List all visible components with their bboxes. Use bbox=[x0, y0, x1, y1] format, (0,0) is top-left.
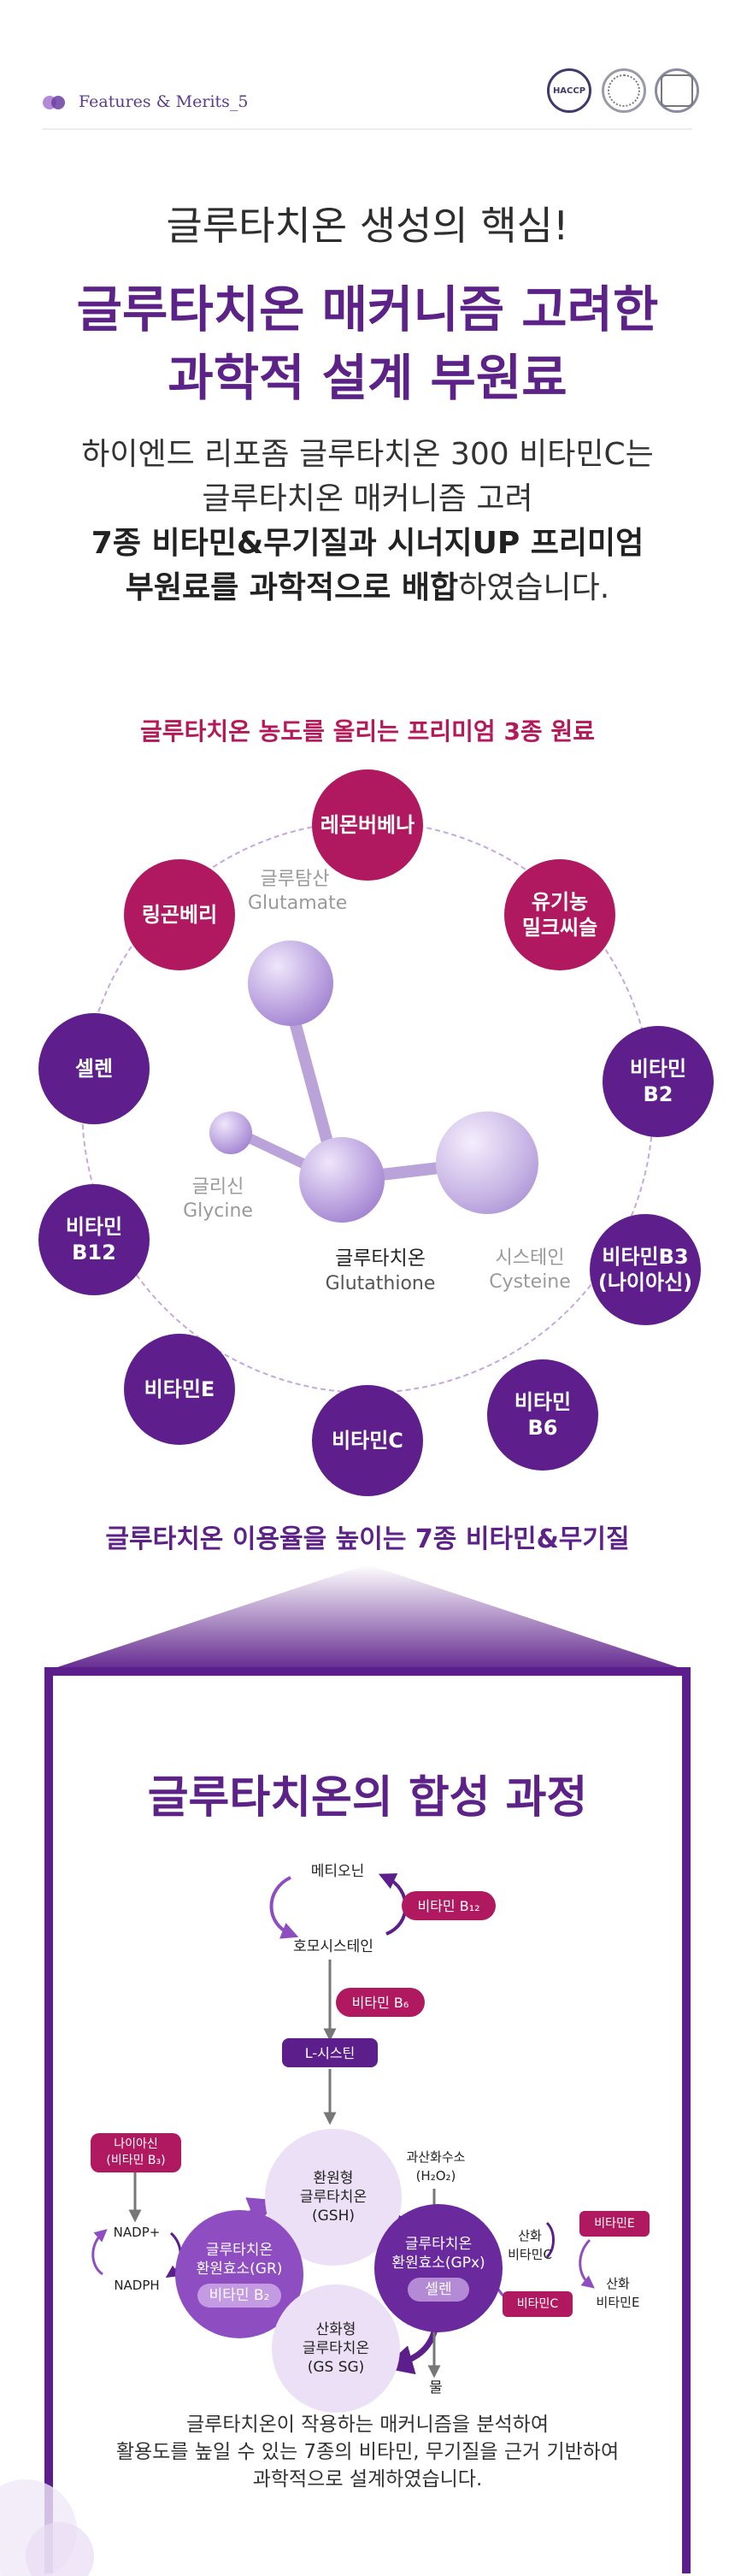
glycine-sphere bbox=[209, 1111, 252, 1154]
h2o2-label: 과산화수소 (H₂O₂) bbox=[406, 2149, 466, 2184]
intro-title: 글루타치온 매커니즘 고려한 과학적 설계 부원료 bbox=[0, 275, 735, 412]
oxidized-vitamin-e-label: 산화 비타민E bbox=[596, 2276, 640, 2310]
intro-title-line1: 글루타치온 매커니즘 고려한 bbox=[76, 280, 659, 339]
vitamins-heading: 글루타치온 이용율을 높이는 7종 비타민&무기질 bbox=[105, 1524, 630, 1554]
footer-line3: 과학적으로 설계하였습니다. bbox=[252, 2468, 483, 2491]
certification-seal-icon bbox=[602, 68, 646, 113]
intro-para-line3: 7종 비타민&무기질과 시너지UP 프리미엄 bbox=[91, 526, 644, 561]
intro-subtitle: 글루타치온 생성의 핵심! bbox=[166, 203, 569, 249]
glutamate-label: 글루탐산 Glutamate bbox=[248, 869, 348, 914]
ingredient-selenium: 셀렌 bbox=[38, 1013, 150, 1124]
gpx-circle: 글루타치온 환원효소(GPx) 셀렌 bbox=[374, 2204, 503, 2332]
glutathione-label-ko: 글루타치온 bbox=[335, 1247, 426, 1270]
methionine-label: 메티오닌 bbox=[310, 1863, 365, 1880]
ingredient-ring-diagram: 글루탐산 Glutamate 글리신 Glycine 글루타치온 Glutath… bbox=[0, 769, 735, 1496]
homocysteine-label: 호모시스테인 bbox=[293, 1938, 373, 1955]
footer-line2: 활용도를 높일 수 있는 7종의 비타민, 무기질을 근거 기반하여 bbox=[115, 2441, 620, 2463]
haccp-badge-icon: HACCP bbox=[547, 68, 591, 113]
footer-text: 글루타치온이 작용하는 매커니즘을 분석하여 활용도를 높일 수 있는 7종의 … bbox=[0, 2411, 735, 2493]
cysteine-sphere bbox=[436, 1111, 538, 1214]
vitamin-e-pill: 비타민E bbox=[579, 2211, 650, 2237]
house-roof-shape bbox=[44, 1565, 691, 1676]
vitamin-b12-pill: 비타민 B₁₂ bbox=[402, 1891, 496, 1920]
gssg-circle: 산화형 글루타치온 (GS SG) bbox=[272, 2284, 400, 2413]
gr-label: 글루타치온 환원효소(GR) bbox=[196, 2242, 283, 2278]
footer-line1: 글루타치온이 작용하는 매커니즘을 분석하여 bbox=[186, 2414, 549, 2436]
gpx-label: 글루타치온 환원효소(GPx) bbox=[391, 2236, 485, 2272]
premium-heading: 글루타치온 농도를 올리는 프리미엄 3종 원료 bbox=[140, 717, 595, 746]
intro-title-line2: 과학적 설계 부원료 bbox=[168, 349, 567, 407]
glutathione-sphere bbox=[299, 1137, 385, 1223]
ingredient-vitamin-b6: 비타민 B6 bbox=[487, 1359, 598, 1471]
ingredient-lingonberry: 링곤베리 bbox=[124, 859, 235, 970]
ingredient-vitamin-b3: 비타민B3 (나이아신) bbox=[590, 1214, 701, 1325]
certification-mark-icon bbox=[655, 68, 699, 113]
bullet-dots-icon bbox=[43, 96, 72, 109]
synthesis-title: 글루타치온의 합성 과정 bbox=[147, 1772, 588, 1824]
vitamin-b6-pill: 비타민 B₆ bbox=[336, 1988, 425, 2017]
ingredient-vitamin-b12: 비타민 B12 bbox=[38, 1184, 150, 1295]
intro-paragraph: 하이엔드 리포좀 글루타치온 300 비타민C는 글루타치온 매커니즘 고려 7… bbox=[0, 433, 735, 610]
niacin-pill: 나이아신 (비타민 B₃) bbox=[91, 2133, 181, 2172]
ingredient-lemon-verbena: 레몬버베나 bbox=[312, 769, 423, 881]
section-label: Features & Merits_5 bbox=[79, 92, 249, 111]
glutamate-sphere bbox=[248, 940, 333, 1026]
header: Features & Merits_5 HACCP bbox=[0, 0, 735, 171]
l-cystine-pill: L-시스틴 bbox=[282, 2038, 378, 2067]
vitamin-c-pill: 비타민C bbox=[503, 2291, 573, 2317]
ingredient-vitamin-b2: 비타민 B2 bbox=[603, 1026, 714, 1137]
ingredient-vitamin-e: 비타민E bbox=[124, 1334, 235, 1445]
intro-para-line1: 하이엔드 리포좀 글루타치온 300 비타민C는 bbox=[81, 437, 654, 472]
synthesis-panel bbox=[44, 1667, 691, 2573]
intro-para-line2: 글루타치온 매커니즘 고려 bbox=[202, 481, 533, 516]
gr-vitamin-b2: 비타민 B₂ bbox=[197, 2284, 282, 2308]
nadp-plus-label: NADP+ bbox=[113, 2225, 161, 2240]
intro-para-line4: 부원료를 과학적으로 배합하였습니다. bbox=[125, 570, 610, 605]
ingredient-milk-thistle: 유기농 밀크씨슬 bbox=[504, 859, 615, 970]
gpx-selenium: 셀렌 bbox=[408, 2278, 469, 2302]
water-label: 물 bbox=[429, 2379, 443, 2396]
glycine-label: 글리신 Glycine bbox=[183, 1176, 253, 1222]
header-divider bbox=[43, 128, 692, 130]
ingredient-vitamin-c: 비타민C bbox=[312, 1385, 423, 1496]
nadph-label: NADPH bbox=[114, 2278, 160, 2293]
glutathione-label-en: Glutathione bbox=[325, 1273, 436, 1294]
cysteine-label: 시스테인 Cysteine bbox=[489, 1247, 571, 1293]
oxidized-vitamin-c-label: 산화 비타민C bbox=[508, 2228, 552, 2262]
